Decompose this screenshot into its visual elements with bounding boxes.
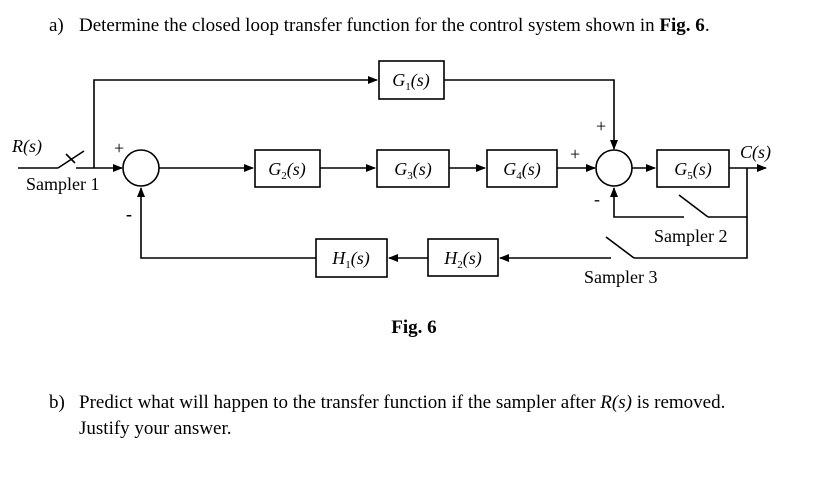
sampler-3-label: Sampler 3 <box>584 267 658 287</box>
question-a-label: a) <box>49 15 64 36</box>
block-diagram: R(s) Sampler 1 + - G1(s) G2(s) G3(s) G4(… <box>11 60 771 338</box>
block-g2: G2(s) <box>254 149 321 188</box>
junction-2-top-plus-sign: + <box>596 116 606 136</box>
sampler-2-label: Sampler 2 <box>654 226 728 246</box>
question-b-line-2: Justify your answer. <box>79 418 232 439</box>
junction-1-plus-sign: + <box>114 138 124 158</box>
block-g5: G5(s) <box>656 149 730 188</box>
sampler-1-switch <box>18 150 94 169</box>
input-label: R(s) <box>11 136 42 157</box>
question-a-end: . <box>704 15 710 36</box>
block-g3: G3(s) <box>376 149 450 188</box>
junction-1-minus-sign: - <box>126 204 132 224</box>
svg-text:G2(s): G2(s) <box>268 159 306 182</box>
question-b-text-1: Predict what will happen to the transfer… <box>79 392 601 413</box>
sampler-2-switch <box>678 194 709 218</box>
outer-feedback-right <box>634 217 748 259</box>
question-a: a) Determine the closed loop transfer fun… <box>49 13 710 39</box>
feedforward-line <box>93 76 378 168</box>
svg-text:G4(s): G4(s) <box>503 159 541 182</box>
g1-to-junction-2 <box>444 79 618 150</box>
svg-text:H1(s): H1(s) <box>331 248 370 271</box>
block-g4: G4(s) <box>486 149 558 188</box>
sampler-1-label: Sampler 1 <box>26 174 100 194</box>
summing-junction-2 <box>595 149 633 187</box>
inner-feedback-to-junction-2 <box>610 187 684 218</box>
block-h1: H1(s) <box>315 238 388 278</box>
figure-caption: Fig. 6 <box>391 317 436 338</box>
block-g1: G1(s) <box>378 60 445 100</box>
svg-text:G1(s): G1(s) <box>392 70 430 93</box>
junction-2-minus-sign: - <box>594 189 600 209</box>
question-b-label: b) <box>49 392 65 413</box>
svg-text:G3(s): G3(s) <box>394 159 432 182</box>
question-b-text-2: is removed. <box>631 392 726 413</box>
junction-2-left-plus-sign: + <box>570 144 580 164</box>
block-h2: H2(s) <box>427 238 499 277</box>
question-b-variable: R(s) <box>600 392 632 413</box>
h1-to-junction-1 <box>137 187 316 259</box>
sampler-3-switch <box>605 236 635 259</box>
summing-junction-1 <box>122 149 160 187</box>
svg-text:G5(s): G5(s) <box>674 159 712 182</box>
figure-reference: Fig. 6 <box>659 15 705 36</box>
question-b: b) Predict what will happen to the transf… <box>49 390 819 442</box>
question-a-text: Determine the closed loop transfer funct… <box>79 15 660 36</box>
output-label: C(s) <box>740 142 771 163</box>
svg-text:H2(s): H2(s) <box>443 248 482 271</box>
